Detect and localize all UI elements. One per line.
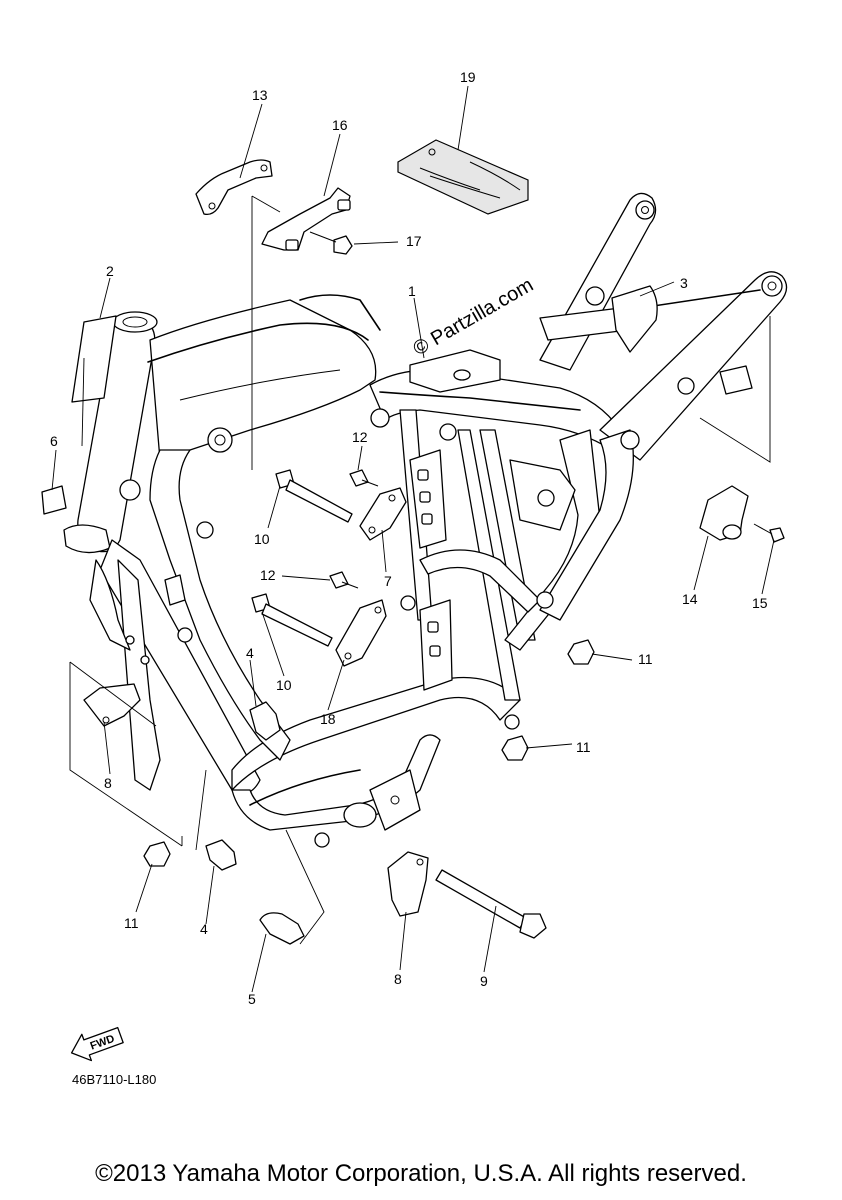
callout-4-upper: 4 (246, 645, 254, 661)
part-2-strip (71, 315, 117, 403)
part-11-nut-right-upper (567, 639, 595, 665)
callout-8-right: 8 (394, 971, 402, 987)
callout-10-lower: 10 (276, 677, 292, 693)
part-10-bolt-lower (251, 593, 333, 647)
part-5-clamp (259, 912, 305, 945)
fwd-arrow-icon: FWD (70, 1026, 124, 1062)
part-16-bracket (261, 187, 351, 251)
callout-13: 13 (252, 87, 268, 103)
callout-12-lower: 12 (260, 567, 276, 583)
part-15-bolt (753, 523, 785, 543)
part-9-bolt (435, 869, 547, 939)
part-19-bag (397, 139, 529, 215)
callout-5: 5 (248, 991, 256, 1007)
part-4-clamp-lower (205, 839, 237, 871)
part-18-plate (335, 599, 387, 667)
callout-12-upper: 12 (352, 429, 368, 445)
diagram-code: 46B7110-L180 (72, 1072, 157, 1087)
callout-6: 6 (50, 433, 58, 449)
callout-14: 14 (682, 591, 698, 607)
callout-9: 9 (480, 973, 488, 989)
part-17-bolt (309, 231, 353, 255)
callout-3: 3 (680, 275, 688, 291)
callout-11-right-lower: 11 (576, 739, 591, 755)
main-frame (63, 192, 788, 848)
part-12-bolt-upper (349, 469, 379, 487)
callout-7: 7 (384, 573, 392, 589)
part-8-bracket-right (387, 851, 429, 917)
part-11-nut-left (143, 841, 171, 867)
part-12-bolt-lower (329, 571, 359, 589)
callout-16: 16 (332, 117, 348, 133)
callout-2: 2 (106, 263, 114, 279)
part-8-bracket-left (83, 683, 141, 727)
callout-8-left: 8 (104, 775, 112, 791)
callout-19: 19 (460, 69, 476, 85)
part-3-plate (611, 285, 658, 353)
callout-11-left: 11 (124, 915, 139, 931)
callout-15: 15 (752, 595, 768, 611)
reference-boxes (69, 195, 771, 945)
copyright-notice: ©2013 Yamaha Motor Corporation, U.S.A. A… (95, 1160, 747, 1187)
leader-lines (51, 85, 775, 993)
part-7-plate (359, 487, 407, 541)
part-6-label (41, 485, 67, 515)
part-10-bolt-upper (275, 469, 353, 523)
callout-18: 18 (320, 711, 336, 727)
partzilla-watermark: © Partzilla.com (410, 274, 538, 360)
part-14-bracket (699, 485, 749, 541)
part-13-bracket (195, 159, 273, 216)
callout-10-upper: 10 (254, 531, 270, 547)
callout-labels: 1 2 3 4 4 5 6 7 8 8 9 10 10 11 11 11 12 … (50, 69, 768, 1007)
callout-1: 1 (408, 283, 416, 299)
callout-17: 17 (406, 233, 422, 249)
callout-4-lower: 4 (200, 921, 208, 937)
callout-11-right-upper: 11 (638, 651, 653, 667)
part-4-clamp-upper (249, 701, 281, 741)
part-11-nut-right-lower (501, 735, 529, 761)
